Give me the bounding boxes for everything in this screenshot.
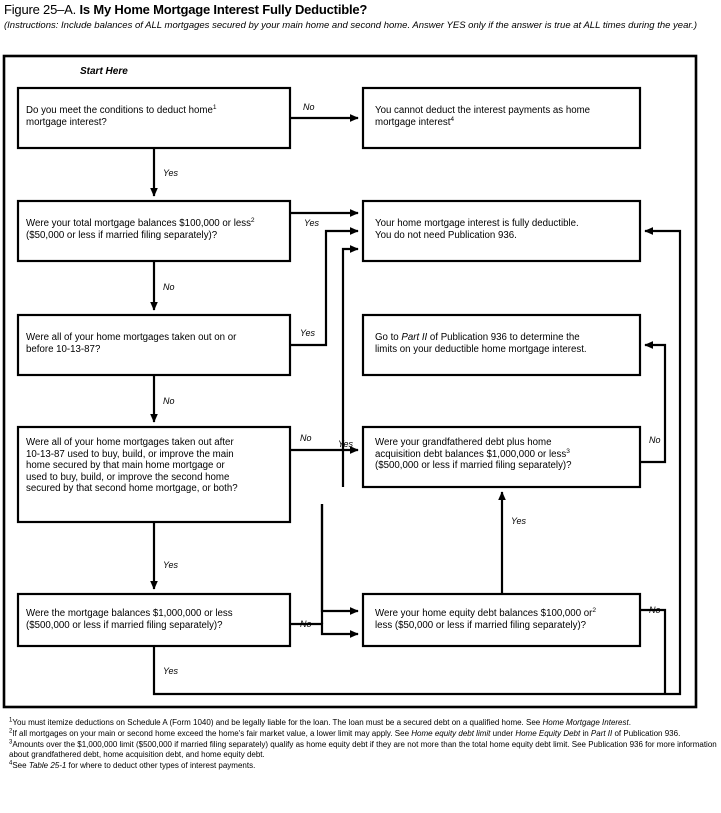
edge-q5-yes-to-t2 <box>341 245 359 487</box>
box-q1 <box>16 86 292 150</box>
box-q4 <box>16 425 292 524</box>
label-q5-yes-up: Yes <box>511 516 527 526</box>
figure-instructions: (Instructions: Include balances of ALL m… <box>4 20 697 31</box>
footnote-text: If all mortgages on your main or second … <box>12 728 412 738</box>
footnote-3: 3Amounts over the $1,000,000 limit ($500… <box>3 739 719 761</box>
box-q2 <box>16 199 292 263</box>
footnote-text: for where to deduct other types of inter… <box>66 761 256 771</box>
box-q6 <box>16 592 292 648</box>
figure-border <box>2 54 698 709</box>
figure-number: Figure 25–A. <box>4 2 77 17</box>
footnote-text: See <box>12 761 29 771</box>
label-q4-yes-down: Yes <box>163 560 179 570</box>
label-q1-yes: Yes <box>163 168 179 178</box>
flowchart-canvas: No Yes Yes No Yes No No Yes Yes Yes No N… <box>2 54 698 709</box>
footnote-text: Amounts over the $1,000,000 limit ($500,… <box>9 739 717 760</box>
footnote-text: You must itemize deductions on Schedule … <box>12 718 543 727</box>
edge-q5-no <box>640 341 667 464</box>
box-q4-text: Were all of your home mortgages taken ou… <box>26 437 238 495</box>
footnote-text: Home equity debt limit <box>411 728 491 738</box>
box-q7 <box>361 592 642 648</box>
footnote-1: 1You must itemize deductions on Schedule… <box>3 717 719 728</box>
figure-title: Figure 25–A. Is My Home Mortgage Interes… <box>4 2 716 17</box>
box-t2 <box>361 199 642 263</box>
footnote-text: Part II <box>590 728 613 738</box>
edge-helper5 <box>322 504 358 616</box>
edge-q6-yes <box>152 227 682 696</box>
label-q2-yes: Yes <box>304 218 320 228</box>
footnote-marker: 3 <box>9 739 13 746</box>
label-q2-no: No <box>163 282 175 292</box>
label-q4-no: No <box>300 433 312 443</box>
box-t3 <box>361 313 642 377</box>
box-t2-text: Your home mortgage interest is fully ded… <box>375 218 579 241</box>
label-q5-no: No <box>649 435 661 445</box>
footnote-marker: 1 <box>9 717 13 724</box>
footnote-text: Table 25-1 <box>28 761 67 771</box>
label-q4-yes-right: Yes <box>338 439 354 449</box>
edge-q6-no <box>290 622 359 638</box>
footnote-marker: 4 <box>9 760 13 767</box>
edge-helper4 <box>322 504 358 616</box>
label-q3-no: No <box>163 396 175 406</box>
edge-q7-no <box>640 608 667 694</box>
footnote-text: of Publication 936. <box>612 728 681 738</box>
box-q3-text: Were all of your home mortgages taken ou… <box>26 332 237 355</box>
edge-q3-yes <box>290 227 359 347</box>
footnote-text: . <box>628 718 631 727</box>
box-q7-text: Were your home equity debt balances $100… <box>375 606 597 631</box>
footnote-text: Home Equity Debt <box>515 728 581 738</box>
footnotes: 1You must itemize deductions on Schedule… <box>3 717 719 772</box>
label-q3-yes: Yes <box>300 328 316 338</box>
footnote-4: 4See Table 25-1 for where to deduct othe… <box>3 760 719 771</box>
footnote-text: Home Mortgage Interest <box>542 718 629 727</box>
footnote-2: 2If all mortgages on your main or second… <box>3 728 719 739</box>
box-t1-text: You cannot deduct the interest payments … <box>375 105 591 128</box>
box-t3-text: Go to Part II of Publication 936 to dete… <box>375 332 587 355</box>
footnote-marker: 2 <box>9 728 13 735</box>
footnote-text: under <box>490 728 516 738</box>
start-here-label: Start Here <box>80 66 128 77</box>
box-q2-text: Were your total mortgage balances $100,0… <box>26 216 255 241</box>
figure-title-text: Is My Home Mortgage Interest Fully Deduc… <box>79 2 368 17</box>
footnote-text: in <box>580 728 591 738</box>
label-q6-no: No <box>300 619 312 629</box>
box-q5 <box>361 425 642 489</box>
box-t1 <box>361 86 642 150</box>
label-q7-no: No <box>649 605 661 615</box>
label-q6-yes: Yes <box>163 666 179 676</box>
label-q1-no: No <box>303 102 315 112</box>
box-q1-text: Do you meet the conditions to deduct hom… <box>26 103 217 128</box>
figure-header: Figure 25–A. Is My Home Mortgage Interes… <box>4 2 716 32</box>
box-q6-text: Were the mortgage balances $1,000,000 or… <box>26 608 233 631</box>
edge-mid-to-q7 <box>320 504 359 615</box>
box-q3 <box>16 313 292 377</box>
